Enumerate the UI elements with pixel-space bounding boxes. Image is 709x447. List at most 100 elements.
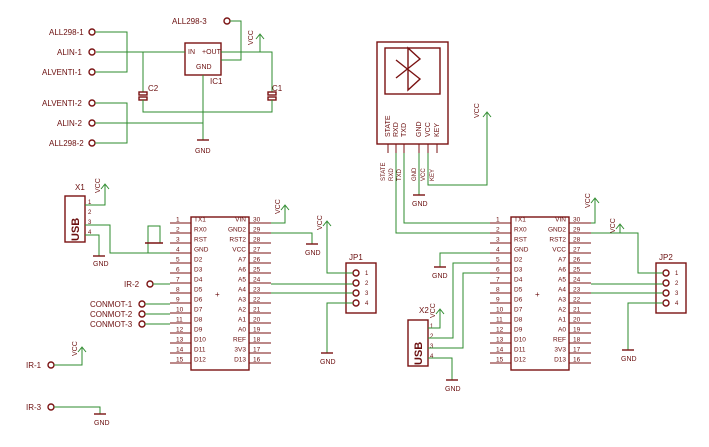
ic1-pin-out-label: +OUT (202, 49, 222, 56)
bt-pin-key: KEY (434, 123, 441, 137)
mcu-pin-label-right: A4 (558, 287, 566, 294)
bt-net-txd: TXD (397, 168, 403, 181)
mcu-pin-number-left: 3 (496, 237, 500, 244)
mcu-pin-label-left: D9 (514, 327, 523, 334)
usb-x2-pin-3: 3 (430, 344, 434, 350)
c2-plate-top (138, 91, 148, 96)
mcu-pin-label-right: REF (553, 337, 566, 344)
port-ir-3-terminal[interactable] (47, 403, 55, 411)
c1-ref: C1 (272, 84, 283, 93)
ir-1-vcc-label: VCC (72, 341, 79, 356)
port-alin-2-label: ALIN-2 (57, 119, 82, 128)
mcu-pin-number-left: 1 (496, 217, 500, 224)
bt-vcc-label: VCC (474, 103, 481, 118)
port-all298-1-label: ALL298-1 (49, 28, 84, 37)
mcu-pin-label-right: 3V3 (234, 347, 246, 354)
port-ir-2-label: IR-2 (124, 280, 140, 289)
mcu-right-gnd2-vcc-label: VCC (610, 218, 617, 233)
port-all298-1-terminal[interactable] (88, 28, 96, 36)
mcu-pin-number-left: 7 (496, 277, 500, 284)
mcu-pin-label-left: D11 (194, 347, 206, 354)
jp1-ref: JP1 (349, 253, 363, 262)
port-all298-2-terminal[interactable] (88, 139, 96, 147)
mcu-pin-number-right: 23 (253, 287, 261, 294)
power-vcc-label: VCC (248, 30, 255, 45)
port-ir-1-label: IR-1 (26, 361, 42, 370)
port-alventi-1-terminal[interactable] (88, 68, 96, 76)
mcu-pin-label-right: A6 (238, 267, 246, 274)
mcu-pin-label-left: D12 (514, 357, 526, 364)
jp1-pin-2: 2 (365, 281, 369, 287)
port-conmot-1-terminal[interactable] (138, 300, 146, 308)
mcu-pin-label-left: D3 (194, 267, 203, 274)
ir-3-gnd-label: GND (94, 420, 110, 427)
port-alin-2-terminal[interactable] (88, 119, 96, 127)
mcu-pin-number-right: 18 (573, 337, 581, 344)
jp2-body (655, 262, 687, 314)
c2-plate-bottom (138, 96, 148, 101)
mcu-pin-number-left: 8 (496, 287, 500, 294)
mcu-pin-number-right: 22 (573, 297, 581, 304)
mcu-right-plus: + (535, 290, 540, 299)
port-all298-3-terminal[interactable] (223, 17, 231, 25)
mcu-pin-label-left: D7 (514, 307, 523, 314)
mcu-pin-label-right: 3V3 (554, 347, 566, 354)
mcu-pin-label-right: RST2 (229, 237, 246, 244)
jp1-pin-1: 1 (365, 271, 369, 277)
port-ir-2-terminal[interactable] (146, 280, 154, 288)
mcu-pin-number-right: 21 (253, 307, 261, 314)
port-ir-1-terminal[interactable] (47, 361, 55, 369)
bt-pin-txd: TXD (401, 123, 408, 137)
mcu-pin-label-left: D8 (514, 317, 523, 324)
jp2-pin-3: 3 (675, 291, 679, 297)
mcu-pin-label-left: RX0 (514, 227, 527, 234)
mcu-pin-label-right: RST2 (549, 237, 566, 244)
mcu-pin-label-left: RST (514, 237, 527, 244)
port-alin-1-terminal[interactable] (88, 48, 96, 56)
usb-x1-body (64, 195, 86, 243)
mcu-pin-label-right: A3 (558, 297, 566, 304)
mcu-pin-label-right: VIN (235, 217, 246, 224)
c1-plate-bottom (267, 96, 277, 101)
c2-ref: C2 (148, 84, 159, 93)
jp2-ref: JP2 (659, 253, 673, 262)
mcu-pin-number-left: 10 (496, 307, 504, 314)
port-conmot-3-terminal[interactable] (138, 320, 146, 328)
jp1-body (345, 262, 377, 314)
power-section: IN +OUT GND IC1 ALL298-3 VCC C2 C1 GND A… (42, 17, 283, 155)
port-all298-2-label: ALL298-2 (49, 139, 84, 148)
port-alventi-2-terminal[interactable] (88, 99, 96, 107)
c1-plate-top (267, 91, 277, 96)
bt-pin-gnd: GND (416, 121, 423, 137)
mcu-pin-label-left: RST (194, 237, 207, 244)
mcu-pin-number-right: 27 (573, 247, 581, 254)
jp2-pin-4: 4 (675, 301, 679, 307)
mcu-pin-label-right: VCC (552, 247, 566, 254)
bt-net-gnd: GND (412, 167, 418, 181)
mcu-pin-number-left: 4 (176, 247, 180, 254)
bluetooth-icon (395, 46, 422, 92)
mcu-pin-label-left: D11 (514, 347, 526, 354)
mcu-pin-label-left: D3 (514, 267, 523, 274)
mcu-pin-number-right: 19 (573, 327, 581, 334)
mcu-pin-number-left: 5 (496, 257, 500, 264)
mcu-pin-label-right: A1 (238, 317, 246, 324)
jp2-pin-2: 2 (675, 281, 679, 287)
mcu-pin-number-right: 25 (253, 267, 261, 274)
jp2-gnd-label: GND (621, 356, 637, 363)
mcu-pin-number-left: 11 (176, 317, 183, 324)
port-conmot-2-terminal[interactable] (138, 310, 146, 318)
mcu-pin-number-right: 20 (253, 317, 261, 324)
bt-net-vcc: VCC (421, 168, 427, 181)
mcu-pin-label-left: D12 (194, 357, 206, 364)
mcu-pin-label-right: A5 (558, 277, 566, 284)
mcu-pin-number-left: 15 (496, 357, 504, 364)
bt-pin-rxd: RXD (393, 122, 400, 137)
mcu-pin-number-left: 14 (496, 347, 504, 354)
mcu-pin-label-right: D13 (234, 357, 246, 364)
mcu-pin-number-right: 27 (253, 247, 261, 254)
mcu-right-vin-vcc-label: VCC (585, 193, 592, 208)
port-conmot-2-label: CONMOT-2 (90, 310, 133, 319)
